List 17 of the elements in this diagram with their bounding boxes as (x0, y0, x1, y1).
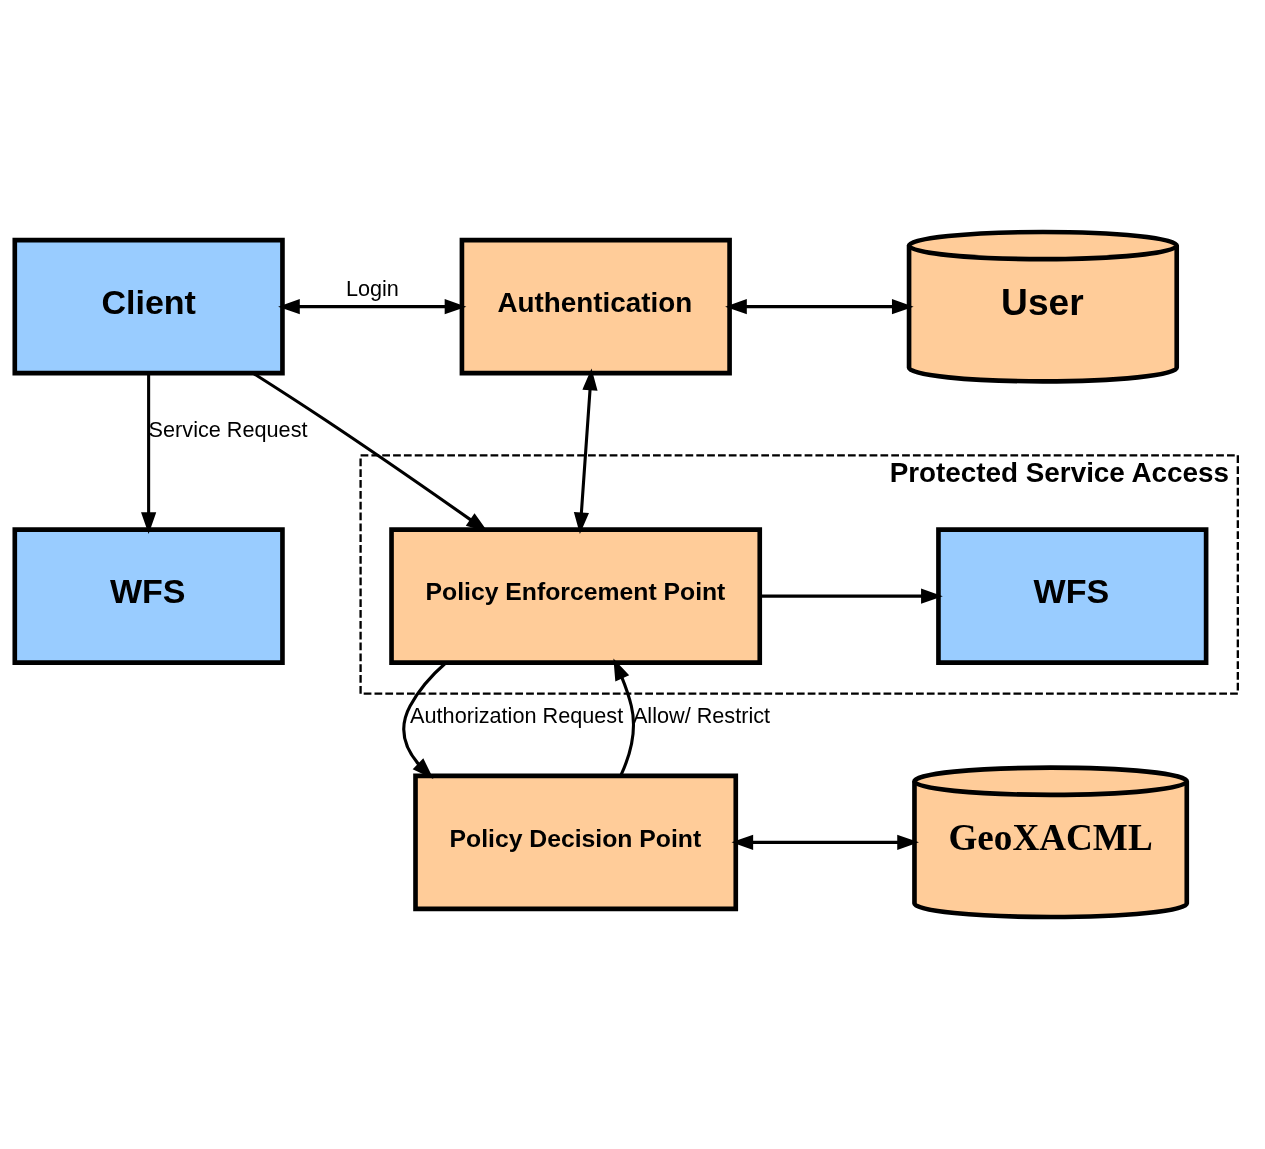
edge-label: Allow/ Restrict (632, 703, 771, 729)
node-box: Policy Enforcement Point (389, 527, 763, 665)
edge-label: Login (345, 276, 399, 302)
edge-label: Authorization Request (410, 703, 624, 729)
arrow (613, 658, 635, 777)
node-box: Client (12, 237, 285, 376)
arrow (759, 588, 943, 604)
node-box: WFS (12, 527, 285, 665)
arrow (278, 299, 467, 315)
arrow (725, 299, 914, 315)
node-box: Policy Decision Point (413, 773, 739, 912)
arrow (141, 373, 157, 535)
arrow (731, 834, 919, 850)
arrow (573, 368, 598, 535)
node-box: WFS (936, 527, 1209, 665)
edge-label: Service Request (148, 417, 308, 443)
node-box: Authentication (459, 237, 732, 376)
